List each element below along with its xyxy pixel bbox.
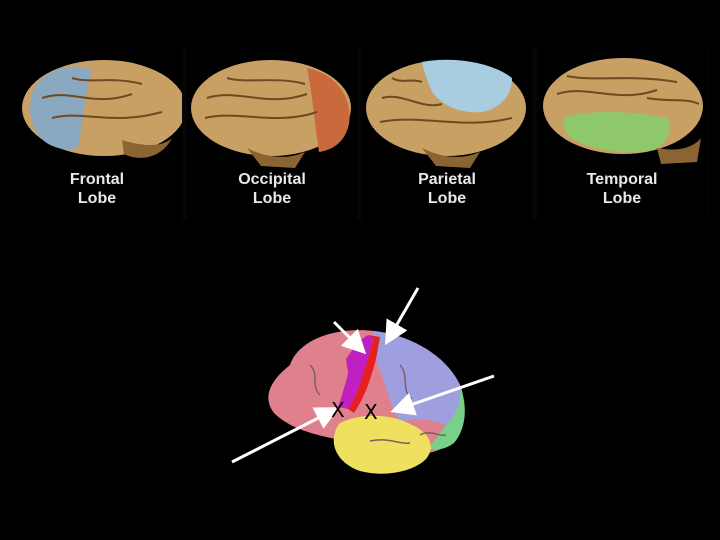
parietal-functions: Somatosensory bbox=[394, 216, 526, 236]
temporal-region bbox=[333, 415, 431, 474]
brain-photo-parietal: Parietal Lobe bbox=[362, 48, 532, 220]
wernickes-area-label: Wernicke’s Area bbox=[494, 363, 655, 387]
temporal-functions-list: Language Hearing bbox=[596, 216, 680, 260]
brain-occipital-highlight-image bbox=[191, 60, 351, 168]
frontal-lobe-label: Frontal Lobe bbox=[117, 382, 240, 406]
sensory-projection-label: Sensory Projection Area bbox=[308, 262, 547, 286]
wernicke-marker: X bbox=[364, 400, 378, 424]
parietal-lobe-label: Parietal Lobe bbox=[422, 322, 552, 346]
brain-photo-temporal: Temporal Lobe bbox=[537, 48, 707, 220]
frontal-functions-list: Planning Organizing Movement Language Me… bbox=[32, 216, 170, 380]
motor-projection-label: Motor Projection Area bbox=[180, 292, 396, 316]
broca-arrow bbox=[231, 407, 340, 464]
occipital-region bbox=[428, 385, 465, 450]
broca-marker: X bbox=[331, 398, 345, 422]
brain-temporal-highlight-image bbox=[543, 58, 703, 164]
lobe-label-frontal: Frontal Lobe bbox=[69, 171, 125, 207]
wernicke-arrow bbox=[390, 374, 495, 416]
temporal-lobe-label: Temporal Lobe bbox=[252, 479, 398, 503]
motor-arrow bbox=[332, 320, 367, 355]
brain-parietal-highlight-image bbox=[366, 59, 526, 168]
page-title: The four lobes of the cerebral cortex bbox=[173, 6, 547, 30]
sensory-strip bbox=[348, 335, 380, 413]
brain-photo-frontal: Frontal Lobe bbox=[12, 48, 182, 220]
brain-photo-strip: Frontal Lobe Occipital Lobe Parietal Lob… bbox=[12, 48, 708, 220]
lobe-label-occipital: Occipital Lobe bbox=[238, 171, 306, 207]
sensory-arrow bbox=[385, 287, 420, 346]
brain-photo-occipital: Occipital Lobe bbox=[187, 48, 357, 220]
brain-frontal-highlight-image bbox=[22, 60, 182, 158]
lobe-label-parietal: Parietal Lobe bbox=[418, 171, 476, 207]
occipital-functions: Vision bbox=[255, 216, 307, 236]
occipital-lobe-label: Occipital Lobe bbox=[472, 413, 614, 437]
lobe-label-temporal: Temporal Lobe bbox=[586, 171, 658, 207]
brocas-area-label: Broca’s Area bbox=[92, 448, 219, 472]
